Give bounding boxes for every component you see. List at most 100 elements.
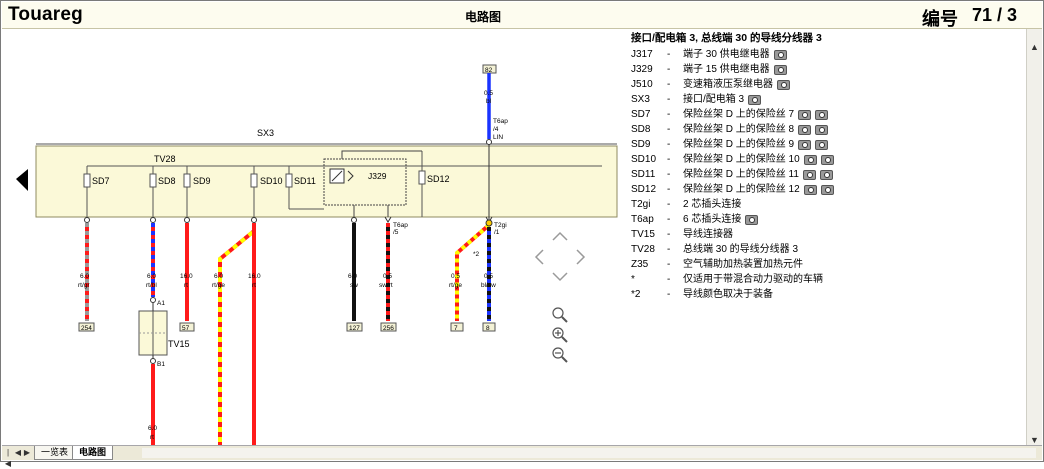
tab-prev-icon[interactable]: ◀ [14, 448, 22, 457]
svg-text:0.5: 0.5 [383, 273, 392, 280]
legend-item: TV28-总线端 30 的导线分线器 3 [631, 242, 1011, 257]
legend-item: SD10-保险丝架 D 上的保险丝 10 [631, 152, 1011, 167]
camera-icon[interactable] [798, 124, 812, 135]
legend-item: SX3-接口/配电箱 3 [631, 92, 1011, 107]
camera-icon[interactable] [798, 139, 812, 150]
wire-rt-16b: 16.0 rt [248, 217, 261, 447]
legend-dash: - [667, 229, 671, 240]
distribution-box-sx3 [35, 145, 618, 218]
camera-icon[interactable] [773, 49, 787, 60]
fuse-label: SD8 [158, 176, 176, 186]
camera-icon[interactable] [773, 64, 787, 75]
legend-description: 保险丝架 D 上的保险丝 11 [683, 169, 799, 180]
legend-dash: - [667, 259, 671, 270]
pan-controls [534, 231, 586, 282]
fuse-label: SD10 [260, 176, 283, 186]
svg-text:T2gi: T2gi [494, 222, 507, 229]
svg-text:T6ap: T6ap [493, 118, 508, 125]
legend-description: 变速箱液压泵继电器 [683, 79, 773, 90]
legend-dash: - [667, 64, 671, 75]
svg-text:bl: bl [486, 98, 492, 105]
camera-icon[interactable] [803, 184, 817, 195]
legend-item: J317-端子 30 供电继电器 [631, 47, 1011, 62]
brand-title: Touareg [8, 4, 83, 25]
horizontal-scrollbar[interactable] [142, 448, 1036, 458]
legend-code: T6ap [631, 214, 654, 225]
vertical-scrollbar[interactable]: ▲ ▼ [1026, 29, 1042, 447]
camera-icon[interactable] [815, 124, 829, 135]
legend-description: 端子 15 供电继电器 [683, 64, 770, 75]
legend-code: * [631, 274, 635, 285]
legend-item: T6ap - 6 芯插头连接 [631, 212, 1011, 227]
legend-code: SD11 [631, 169, 656, 180]
legend-code: SD7 [631, 109, 651, 120]
legend-code: Z35 [631, 259, 649, 270]
svg-text:/1: /1 [494, 229, 500, 236]
pan-right-icon[interactable] [576, 249, 586, 265]
zoom-in-icon[interactable] [552, 327, 568, 343]
svg-text:rt: rt [252, 282, 256, 289]
circuit-diagram: SX3 TV28 SD7 SD8 SD9 SD10 SD11 [16, 64, 618, 447]
pan-up-icon[interactable] [552, 231, 568, 241]
bus-label: TV28 [154, 154, 176, 164]
tab-first-icon[interactable]: |◀ [4, 448, 12, 468]
fuse-label: SD12 [427, 174, 450, 184]
fuse-sd7: SD7 [83, 166, 110, 217]
legend-code: SD12 [631, 184, 657, 195]
camera-icon[interactable] [745, 214, 759, 225]
legend-dash: - [667, 154, 671, 165]
legend-dash: - [667, 244, 671, 255]
wire-rt-ge-small: *2 0.5 rt/ge 7 [449, 223, 491, 332]
pan-left-icon[interactable] [534, 249, 544, 265]
tab-circuit-diagram[interactable]: 电路图 [72, 446, 114, 460]
scroll-down-icon[interactable]: ▼ [1030, 435, 1039, 445]
tab-overview[interactable]: 一览表 [34, 446, 76, 460]
svg-text:/5: /5 [393, 229, 399, 236]
legend-dash: - [667, 139, 671, 150]
fuse-label: SD11 [294, 176, 316, 186]
svg-text:rt/ge: rt/ge [212, 282, 225, 289]
legend-description: 6 芯插头连接 [683, 214, 742, 225]
camera-icon[interactable] [815, 139, 829, 150]
wire-rt-gr: 6.0 rt/gr 254 [78, 217, 95, 332]
page-number-label: 编号 [922, 9, 958, 29]
camera-icon[interactable] [819, 169, 833, 180]
svg-text:6.0: 6.0 [147, 273, 156, 280]
camera-icon[interactable] [803, 154, 817, 165]
legend-code: J317 [631, 49, 653, 60]
camera-icon[interactable] [777, 79, 790, 90]
legend-code: J510 [631, 79, 653, 90]
scroll-up-icon[interactable]: ▲ [1030, 42, 1039, 52]
legend-description: 导线颜色取决于装备 [683, 289, 773, 300]
pan-down-icon[interactable] [552, 272, 568, 282]
svg-text:0.5: 0.5 [451, 273, 460, 280]
legend-description: 保险丝架 D 上的保险丝 9 [683, 139, 795, 150]
camera-icon[interactable] [820, 154, 834, 165]
zoom-out-icon[interactable] [552, 347, 568, 363]
camera-icon[interactable] [748, 94, 762, 105]
svg-text:LIN: LIN [493, 134, 503, 141]
legend-dash: - [667, 184, 671, 195]
legend-description: 仅适用于带混合动力驱动的车辆 [683, 274, 823, 285]
legend-item: J329-端子 15 供电继电器 [631, 62, 1011, 77]
fuse-sd10: SD10 [250, 166, 283, 217]
legend-code: *2 [631, 289, 641, 300]
box-label: SX3 [257, 128, 274, 138]
zoom-fit-icon[interactable] [552, 307, 568, 323]
svg-text:TV15: TV15 [168, 339, 190, 349]
camera-icon[interactable] [798, 109, 812, 120]
legend-dash: - [667, 289, 671, 300]
svg-text:rt/bl: rt/bl [146, 282, 157, 289]
camera-icon[interactable] [815, 109, 829, 120]
camera-icon[interactable] [820, 184, 834, 195]
fuse-sd9: SD9 [183, 166, 211, 217]
legend-description: 导线连接器 [683, 229, 733, 240]
tab-next-icon[interactable]: ▶ [23, 448, 31, 457]
svg-text:rt/gr: rt/gr [78, 282, 90, 289]
camera-icon[interactable] [802, 169, 816, 180]
page-back-arrow-icon[interactable] [16, 169, 28, 191]
legend-code: TV15 [631, 229, 655, 240]
fuse-label: SD9 [193, 176, 211, 186]
fuse-sd12: SD12 [418, 151, 450, 217]
legend-dash: - [667, 214, 671, 225]
